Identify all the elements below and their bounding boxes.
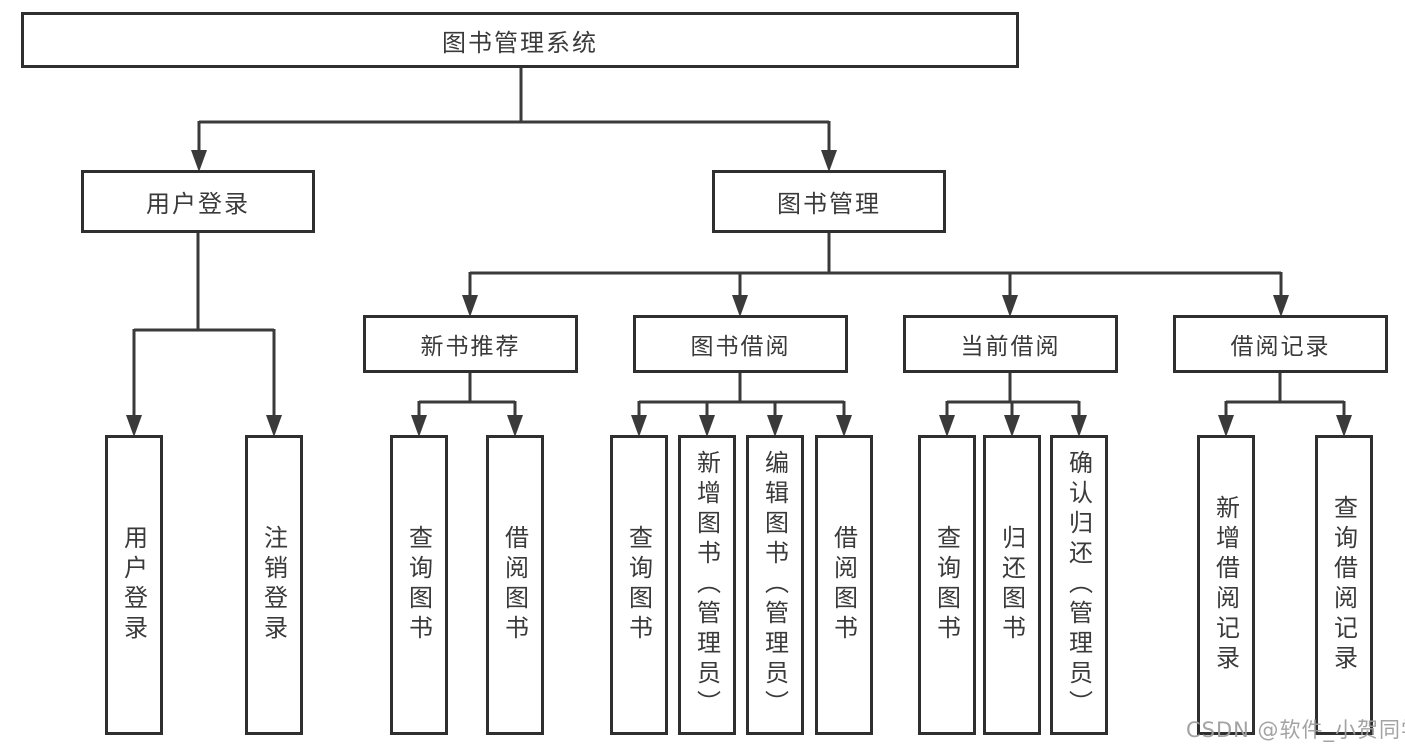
leaf-return-book: 归还图书 <box>983 435 1041 735</box>
leaf-add-book-admin: 新增图书（管理员） <box>678 435 736 735</box>
leaf-label: 新增借阅记录 <box>1211 495 1240 675</box>
arrowhead <box>939 415 955 437</box>
arrowhead <box>1071 415 1087 437</box>
connector-user-login-to-leaves <box>132 231 276 417</box>
node-borrow-records: 借阅记录 <box>1173 315 1388 373</box>
leaf-label: 编辑图书（管理员） <box>760 450 789 720</box>
arrowhead <box>1336 415 1352 437</box>
leaf-query-books-borrow: 查询图书 <box>610 435 668 735</box>
arrowhead <box>1218 415 1234 437</box>
leaf-label: 注销登录 <box>259 525 288 645</box>
leaf-add-borrow-record: 新增借阅记录 <box>1197 435 1255 735</box>
arrowhead <box>767 415 783 437</box>
arrowhead <box>732 295 748 317</box>
node-root: 图书管理系统 <box>21 12 1019 68</box>
leaf-label: 新增图书（管理员） <box>692 450 721 720</box>
arrowhead <box>699 415 715 437</box>
leaf-label: 查询图书 <box>932 525 961 645</box>
arrowhead <box>411 415 427 437</box>
arrowhead <box>836 415 852 437</box>
leaf-label: 查询图书 <box>404 525 433 645</box>
arrowhead <box>821 150 837 172</box>
leaf-borrow-books-recommend: 借阅图书 <box>486 435 544 735</box>
node-book-management: 图书管理 <box>712 170 946 233</box>
leaf-label: 借阅图书 <box>829 525 858 645</box>
arrowhead <box>507 415 523 437</box>
leaf-label: 归还图书 <box>997 525 1026 645</box>
leaf-query-borrow-record: 查询借阅记录 <box>1315 435 1373 735</box>
leaf-label: 查询图书 <box>624 525 653 645</box>
leaf-label: 用户登录 <box>119 525 148 645</box>
arrowhead <box>1273 295 1289 317</box>
connector-root-to-branches <box>197 66 831 152</box>
leaf-label: 借阅图书 <box>500 525 529 645</box>
connector-current-borrow <box>945 371 1081 417</box>
connector-book-mgmt-to-groups <box>468 231 1283 297</box>
leaf-label: 确认归还（管理员） <box>1064 450 1093 720</box>
arrowhead <box>191 150 207 172</box>
leaf-borrow-books: 借阅图书 <box>815 435 873 735</box>
arrowhead <box>1002 295 1018 317</box>
node-current-borrow: 当前借阅 <box>903 315 1118 373</box>
arrowhead <box>126 415 142 437</box>
arrowheads <box>126 150 1352 437</box>
arrowhead <box>631 415 647 437</box>
csdn-watermark: CSDN @软件_小贺同学 <box>1186 718 1405 742</box>
leaf-query-books-current: 查询图书 <box>918 435 976 735</box>
leaf-label: 查询借阅记录 <box>1329 495 1358 675</box>
leaf-query-books-recommend: 查询图书 <box>390 435 448 735</box>
leaf-confirm-return-admin: 确认归还（管理员） <box>1050 435 1108 735</box>
node-user-login: 用户登录 <box>81 170 315 233</box>
connector-new-book-recommend <box>417 371 517 417</box>
node-book-borrow: 图书借阅 <box>633 315 848 373</box>
connector-borrow-records <box>1224 371 1346 417</box>
leaf-edit-book-admin: 编辑图书（管理员） <box>746 435 804 735</box>
arrowhead <box>266 415 282 437</box>
arrowhead <box>462 295 478 317</box>
leaf-user-login: 用户登录 <box>105 435 163 735</box>
leaf-logout: 注销登录 <box>245 435 303 735</box>
arrowhead <box>1004 415 1020 437</box>
connector-book-borrow <box>637 371 846 417</box>
node-new-book-recommend: 新书推荐 <box>363 315 578 373</box>
